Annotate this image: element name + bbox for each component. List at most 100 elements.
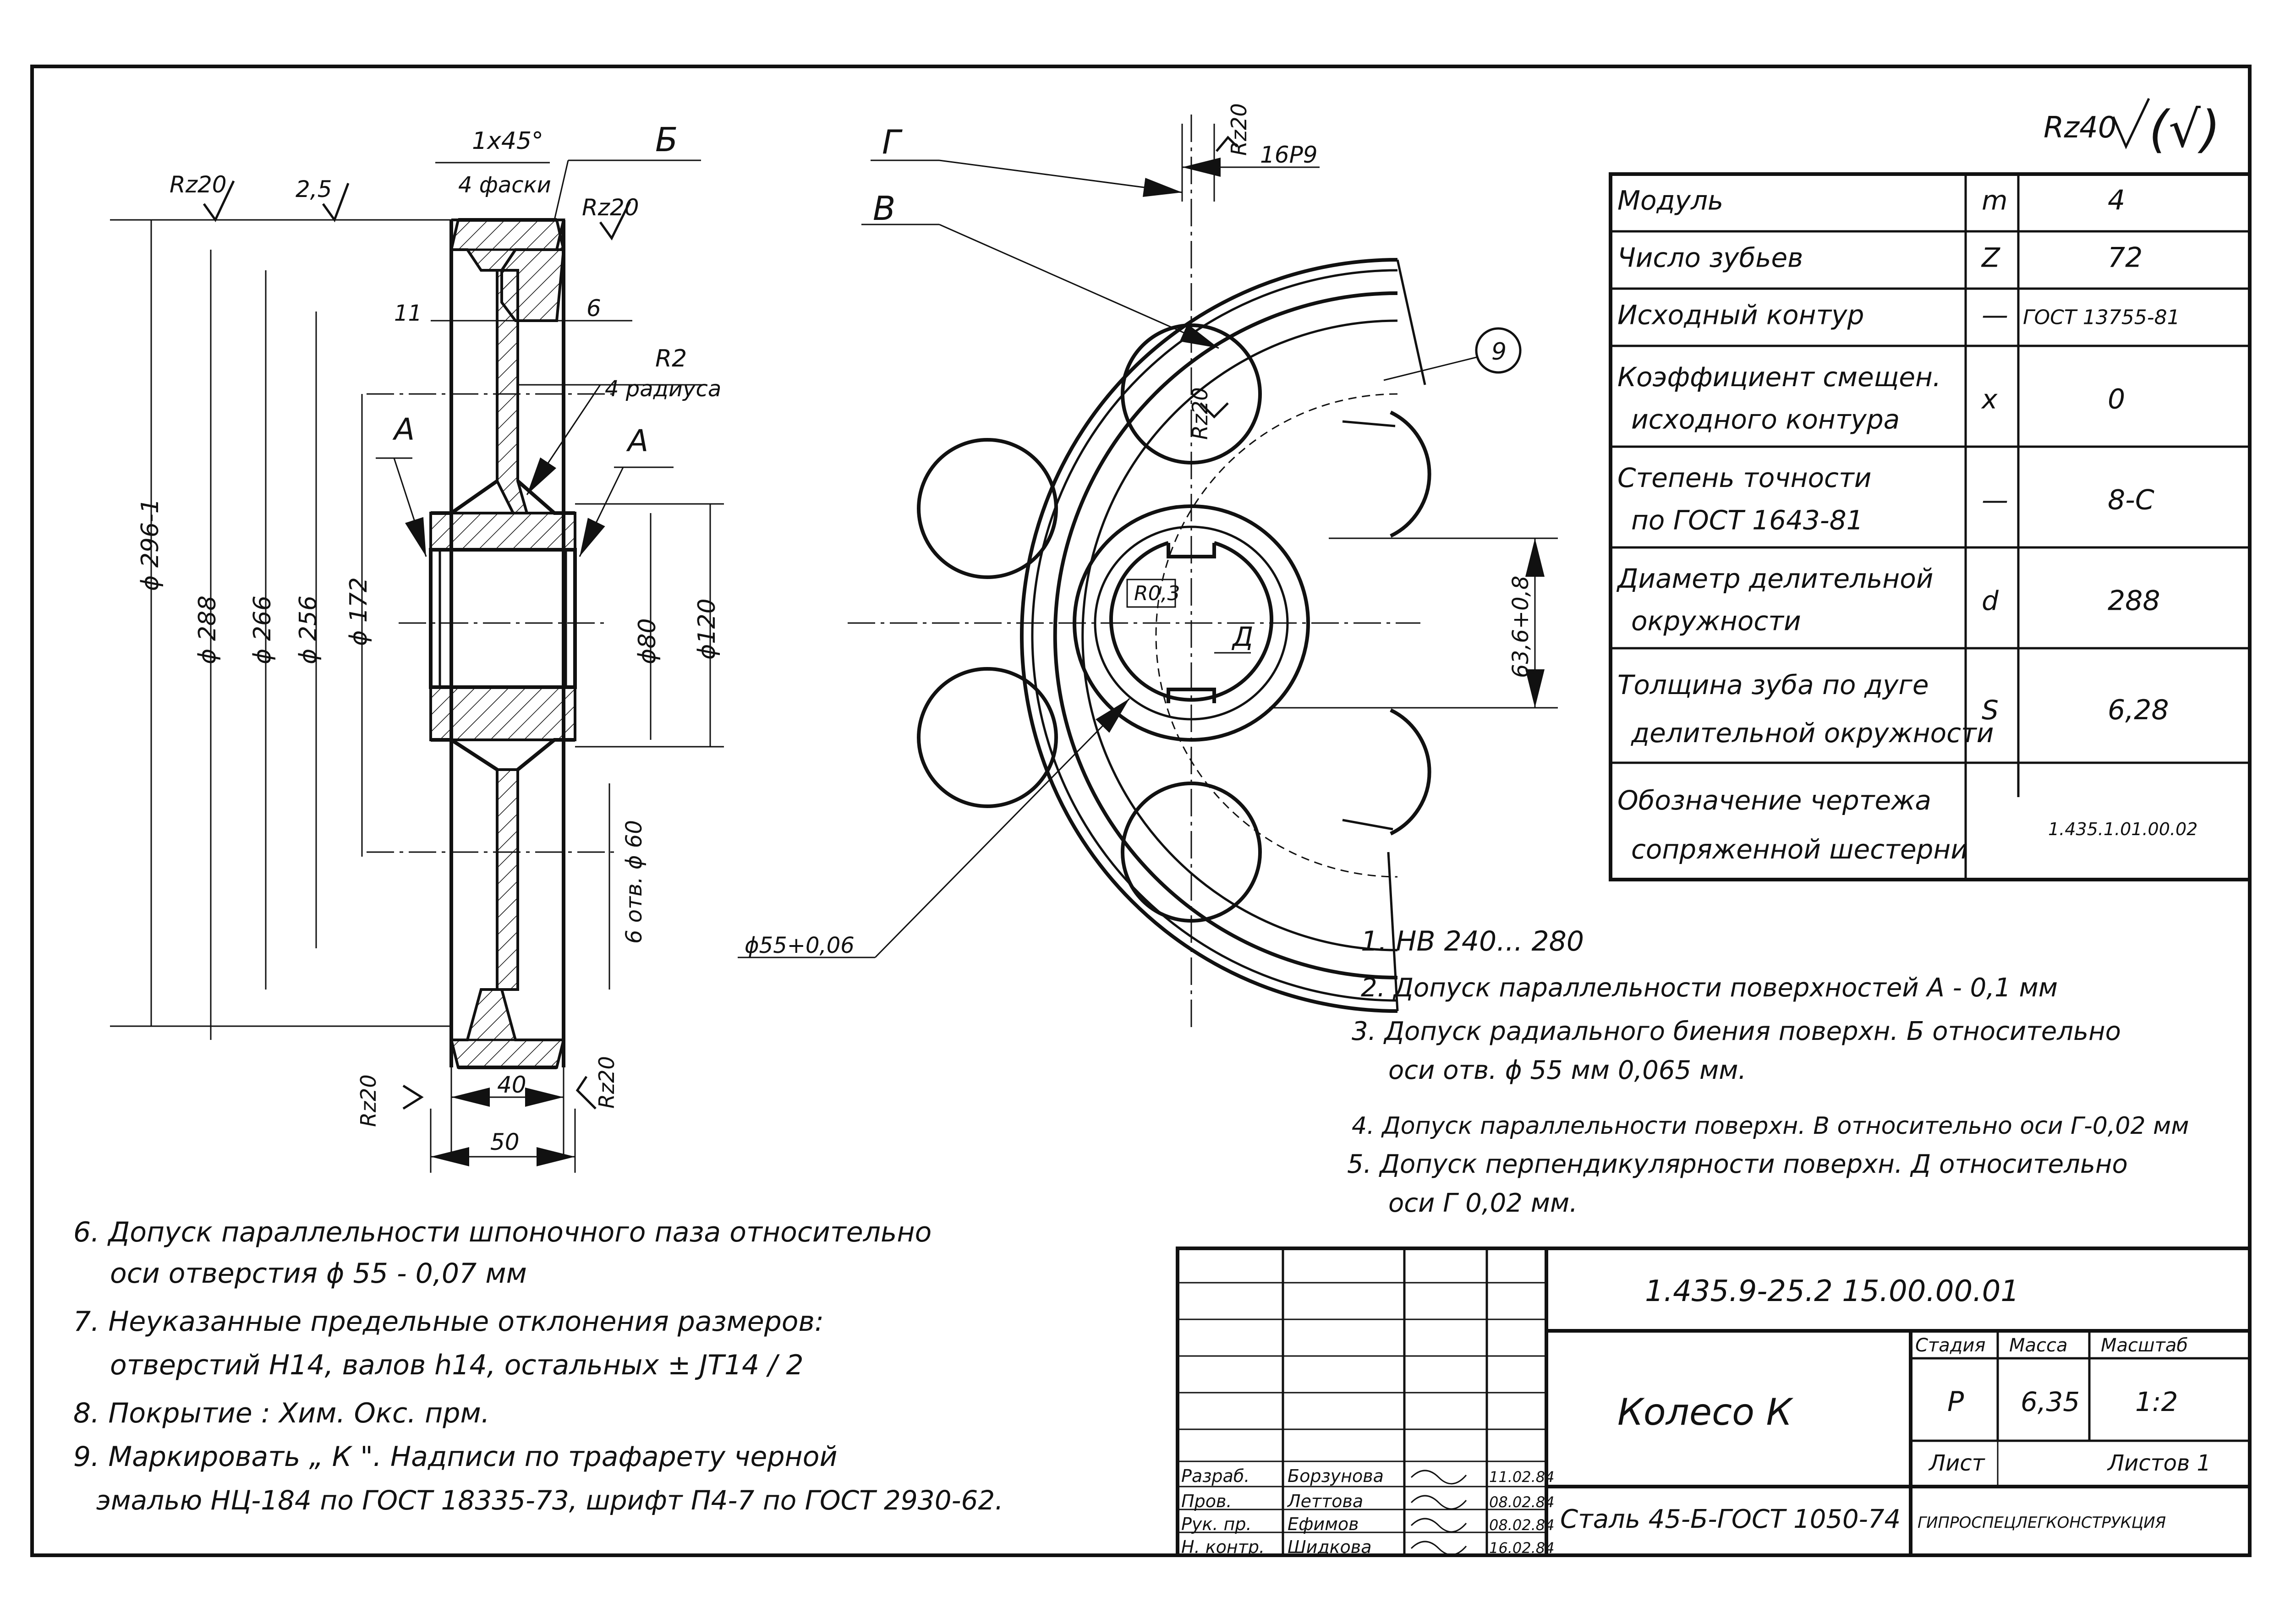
svg-text:Листов 1: Листов 1 — [2107, 1450, 2211, 1476]
param-symbol: Z — [1981, 242, 2000, 273]
svg-text:16P9: 16P9 — [1260, 142, 1318, 168]
svg-text:Р: Р — [1947, 1386, 1964, 1418]
svg-text:Лист: Лист — [1928, 1450, 1986, 1476]
param-name: сопряженной шестерни — [1631, 834, 1968, 865]
svg-text:Д: Д — [1231, 621, 1253, 652]
param-name: Диаметр делительной — [1616, 563, 1933, 594]
param-row: Число зубьев Z 72 — [1611, 242, 2250, 290]
param-name: Исходный контур — [1617, 300, 1864, 331]
svg-text:Стадия: Стадия — [1915, 1335, 1985, 1356]
signature-date: 11.02.84 — [1489, 1468, 1555, 1486]
svg-text:ϕ 296-1: ϕ 296-1 — [137, 498, 164, 591]
param-name: окружности — [1631, 605, 1801, 636]
svg-text:Колесо К: Колесо К — [1617, 1391, 1793, 1433]
param-symbol: — — [1982, 484, 2008, 515]
param-value: 4 — [2108, 185, 2125, 217]
svg-text:2,5: 2,5 — [296, 176, 332, 202]
svg-text:6 отв. ϕ 60: 6 отв. ϕ 60 — [621, 820, 647, 944]
notes-left: 6. Допуск параллельности шпоночного паза… — [73, 1216, 1003, 1516]
svg-text:3. Допуск радиального биения п: 3. Допуск радиального биения поверхн. Б … — [1352, 1017, 2121, 1046]
svg-text:5. Допуск перпендикулярности п: 5. Допуск перпендикулярности поверхн. Д … — [1347, 1149, 2128, 1179]
svg-text:Г: Г — [882, 123, 903, 161]
svg-text:8. Покрытие : Хим. Окс. прм.: 8. Покрытие : Хим. Окс. прм. — [73, 1397, 490, 1429]
param-name: по ГОСТ 1643-81 — [1631, 504, 1863, 536]
svg-text:оси Г 0,02 мм.: оси Г 0,02 мм. — [1388, 1188, 1578, 1218]
svg-text:6: 6 — [586, 295, 601, 322]
param-name: Обозначение чертежа — [1617, 785, 1931, 816]
svg-text:6. Допуск параллельности шпоно: 6. Допуск параллельности шпоночного паза… — [73, 1216, 932, 1248]
signature-name: Шидкова — [1288, 1537, 1372, 1557]
param-symbol: — — [1982, 300, 2008, 331]
signature-date: 08.02.84 — [1489, 1493, 1555, 1511]
front-view: Г В Rz20 16P9 Rz20 R0,3 Д 63,6+0,8 ϕ55+0… — [738, 103, 1558, 1031]
svg-text:11: 11 — [394, 301, 422, 326]
signature-date: 16.02.84 — [1489, 1539, 1555, 1557]
svg-text:оси отв. ϕ 55 мм 0,065 мм.: оси отв. ϕ 55 мм 0,065 мм. — [1388, 1055, 1746, 1085]
title-block: 1.435.9-25.2 15.00.00.01 Колесо К Сталь … — [1176, 1247, 2252, 1557]
signature-name: Борзунова — [1288, 1466, 1384, 1486]
param-name: исходного контура — [1631, 404, 1900, 435]
svg-text:63,6+0,8: 63,6+0,8 — [1508, 576, 1534, 678]
signature-role: Пров. — [1181, 1491, 1232, 1511]
svg-text:ϕ 266: ϕ 266 — [249, 596, 276, 664]
param-row: Диаметр делительной окружности d 288 — [1611, 563, 2250, 650]
param-name: делительной окружности — [1631, 717, 1994, 749]
svg-text:(√): (√) — [2149, 100, 2220, 159]
param-row: Обозначение чертежа сопряженной шестерни 1… — [1617, 785, 2197, 865]
param-value: ГОСТ 13755-81 — [2023, 306, 2180, 329]
svg-text:ϕ 288: ϕ 288 — [194, 596, 221, 664]
param-symbol: S — [1982, 694, 1999, 726]
web-bottom — [496, 768, 519, 991]
svg-text:40: 40 — [497, 1072, 526, 1098]
svg-text:6,35: 6,35 — [2021, 1386, 2080, 1417]
param-value: 72 — [2108, 242, 2143, 274]
svg-text:отверстий Н14, валов h14, оста: отверстий Н14, валов h14, остальных ± JT… — [110, 1349, 804, 1381]
param-value: 1.435.1.01.00.02 — [2048, 819, 2197, 839]
svg-text:1x45°: 1x45° — [472, 127, 543, 155]
param-value: 0 — [2108, 383, 2125, 415]
param-symbol: x — [1981, 383, 1998, 415]
svg-text:Rz20: Rz20 — [582, 194, 639, 221]
svg-text:А: А — [626, 423, 648, 459]
signature-name: Ефимов — [1288, 1514, 1359, 1534]
svg-text:Б: Б — [655, 120, 678, 159]
svg-text:R2: R2 — [655, 345, 687, 372]
svg-text:А: А — [392, 412, 415, 447]
signature-row: Пров. Леттова 08.02.84 — [1181, 1491, 1555, 1511]
signature-scribble — [1410, 1495, 1467, 1510]
svg-text:Rz40: Rz40 — [2044, 111, 2117, 145]
param-value: 288 — [2108, 585, 2160, 617]
svg-text:оси отверстия ϕ 55 - 0,07 мм: оси отверстия ϕ 55 - 0,07 мм — [110, 1258, 527, 1290]
param-name: Толщина зуба по дуге — [1617, 669, 1929, 700]
svg-text:Rz20: Rz20 — [356, 1074, 381, 1127]
svg-text:ϕ 172: ϕ 172 — [345, 577, 373, 646]
param-row: Исходный контур — ГОСТ 13755-81 — [1611, 300, 2250, 347]
param-symbol: d — [1982, 585, 1999, 616]
param-name: Модуль — [1617, 185, 1723, 216]
svg-text:ϕ55+0,06: ϕ55+0,06 — [745, 933, 855, 958]
svg-text:4. Допуск параллельности повер: 4. Допуск параллельности поверхн. В отно… — [1352, 1112, 2189, 1140]
svg-text:Масштаб: Масштаб — [2101, 1335, 2188, 1356]
signature-scribble — [1410, 1518, 1467, 1533]
section-view: ϕ 296-1 ϕ 288 ϕ 266 ϕ 256 ϕ 172 ϕ80 ϕ120… — [110, 120, 724, 1173]
svg-text:Rz20: Rz20 — [594, 1056, 619, 1109]
param-value: 8-С — [2108, 484, 2154, 516]
svg-text:Rz20: Rz20 — [1227, 103, 1251, 156]
svg-text:ϕ120: ϕ120 — [693, 598, 721, 660]
svg-text:9. Маркировать „ К ". Надписи: 9. Маркировать „ К ". Надписи по трафаре… — [73, 1441, 838, 1473]
svg-text:1.435.9-25.2 15.00.00.01: 1.435.9-25.2 15.00.00.01 — [1645, 1274, 2019, 1308]
svg-text:ϕ 256: ϕ 256 — [295, 596, 322, 664]
svg-text:ГИПРОСПЕЦЛЕГКОНСТРУКЦИЯ: ГИПРОСПЕЦЛЕГКОНСТРУКЦИЯ — [1918, 1514, 2166, 1532]
signature-scribble — [1410, 1541, 1467, 1556]
param-name: Число зубьев — [1617, 242, 1803, 273]
svg-text:1. НВ 240... 280: 1. НВ 240... 280 — [1361, 925, 1584, 957]
svg-text:Сталь 45-Б-ГОСТ 1050-74: Сталь 45-Б-ГОСТ 1050-74 — [1560, 1504, 1901, 1534]
svg-text:2. Допуск параллельности повер: 2. Допуск параллельности поверхностей А … — [1361, 973, 2058, 1003]
signature-name: Леттова — [1287, 1491, 1363, 1511]
